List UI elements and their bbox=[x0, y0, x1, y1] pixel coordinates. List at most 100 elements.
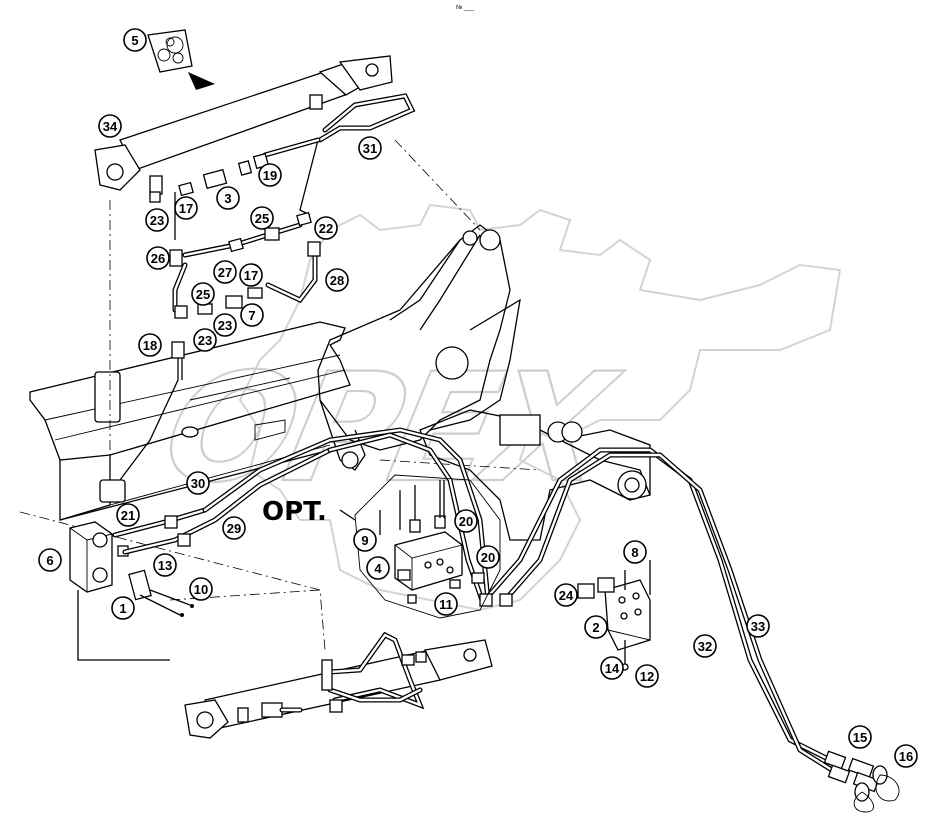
callout-circle bbox=[116, 503, 140, 527]
callout-28: 28 bbox=[325, 268, 349, 292]
callout-circle bbox=[153, 553, 177, 577]
quick-couplers bbox=[823, 750, 900, 813]
callout-6: 6 bbox=[38, 548, 62, 572]
callout-8: 8 bbox=[623, 540, 647, 564]
callout-24: 24 bbox=[554, 583, 578, 607]
callout-13: 13 bbox=[153, 553, 177, 577]
callout-18: 18 bbox=[138, 333, 162, 357]
callout-circle bbox=[314, 216, 338, 240]
top-hose-assembly bbox=[119, 137, 321, 481]
callout-circle bbox=[145, 208, 169, 232]
callout-number: 1 bbox=[119, 601, 126, 616]
callout-33: 33 bbox=[746, 614, 770, 638]
callout-circle bbox=[366, 556, 390, 580]
callout-circle bbox=[454, 509, 478, 533]
callout-circle bbox=[38, 548, 62, 572]
callout-circle bbox=[623, 540, 647, 564]
callout-number: 6 bbox=[46, 553, 53, 568]
callout-number: 4 bbox=[374, 561, 382, 576]
callout-circle bbox=[186, 471, 210, 495]
callout-number: 23 bbox=[150, 213, 164, 228]
callout-circle bbox=[98, 114, 122, 138]
callout-20: 20 bbox=[454, 509, 478, 533]
callout-number: 18 bbox=[143, 338, 157, 353]
callout-number: 12 bbox=[640, 669, 654, 684]
page-id: № ___ bbox=[456, 4, 475, 11]
callout-number: 17 bbox=[179, 201, 193, 216]
callout-14: 14 bbox=[600, 656, 624, 680]
callout-circle bbox=[213, 313, 237, 337]
callout-4: 4 bbox=[366, 556, 390, 580]
callout-27: 27 bbox=[213, 260, 237, 284]
callout-circle bbox=[358, 136, 382, 160]
callout-circle bbox=[222, 516, 246, 540]
callout-number: 23 bbox=[218, 318, 232, 333]
callout-number: 34 bbox=[103, 119, 118, 134]
callout-20: 20 bbox=[476, 545, 500, 569]
callout-30: 30 bbox=[186, 471, 210, 495]
callout-circle bbox=[123, 28, 147, 52]
optional-valve: OPT. bbox=[262, 474, 501, 619]
callout-19: 19 bbox=[258, 163, 282, 187]
callout-number: 17 bbox=[244, 268, 258, 283]
callout-circle bbox=[584, 615, 608, 639]
callout-22: 22 bbox=[314, 216, 338, 240]
callout-number: 32 bbox=[698, 639, 712, 654]
callout-circle bbox=[239, 263, 263, 287]
callout-34: 34 bbox=[98, 114, 122, 138]
callout-circle bbox=[138, 333, 162, 357]
callout-2: 2 bbox=[584, 615, 608, 639]
callout-number: 28 bbox=[330, 273, 344, 288]
callout-1: 1 bbox=[111, 596, 135, 620]
callout-circle bbox=[693, 634, 717, 658]
callout-number: 33 bbox=[751, 619, 765, 634]
callout-12: 12 bbox=[635, 664, 659, 688]
callout-5: 5 bbox=[123, 28, 147, 52]
top-cylinder bbox=[94, 55, 393, 195]
callout-29: 29 bbox=[222, 516, 246, 540]
callout-number: 9 bbox=[361, 533, 368, 548]
callout-number: 29 bbox=[227, 521, 241, 536]
callout-number: 26 bbox=[151, 251, 165, 266]
seal-kit bbox=[147, 29, 215, 90]
callout-circle bbox=[216, 186, 240, 210]
callout-number: 25 bbox=[196, 287, 210, 302]
callout-number: 22 bbox=[319, 221, 333, 236]
callout-9: 9 bbox=[353, 528, 377, 552]
callout-number: 13 bbox=[158, 558, 172, 573]
callout-number: 7 bbox=[248, 308, 255, 323]
callout-circle bbox=[434, 592, 458, 616]
callout-circle bbox=[600, 656, 624, 680]
callout-number: 24 bbox=[559, 588, 574, 603]
callout-circle bbox=[111, 596, 135, 620]
callout-21: 21 bbox=[116, 503, 140, 527]
callout-circle bbox=[258, 163, 282, 187]
callout-17: 17 bbox=[174, 196, 198, 220]
callout-circle bbox=[325, 268, 349, 292]
callout-7: 7 bbox=[240, 303, 264, 327]
callout-circle bbox=[554, 583, 578, 607]
callout-23: 23 bbox=[213, 313, 237, 337]
main-hoses bbox=[202, 427, 838, 775]
callout-circle bbox=[189, 577, 213, 601]
callout-circle bbox=[250, 206, 274, 230]
callout-15: 15 bbox=[848, 725, 872, 749]
callout-circle bbox=[240, 303, 264, 327]
callout-circle bbox=[191, 282, 215, 306]
callout-number: 20 bbox=[459, 514, 473, 529]
callout-23: 23 bbox=[145, 208, 169, 232]
callout-number: 25 bbox=[255, 211, 269, 226]
callout-25: 25 bbox=[250, 206, 274, 230]
callout-number: 10 bbox=[194, 582, 208, 597]
callout-circle bbox=[193, 328, 217, 352]
callout-circle bbox=[894, 744, 918, 768]
callout-circle bbox=[476, 545, 500, 569]
valve-block-assembly bbox=[69, 447, 333, 661]
callout-16: 16 bbox=[894, 744, 918, 768]
callout-number: 16 bbox=[899, 749, 913, 764]
boom-frame bbox=[29, 224, 651, 541]
callout-31: 31 bbox=[358, 136, 382, 160]
callout-23: 23 bbox=[193, 328, 217, 352]
